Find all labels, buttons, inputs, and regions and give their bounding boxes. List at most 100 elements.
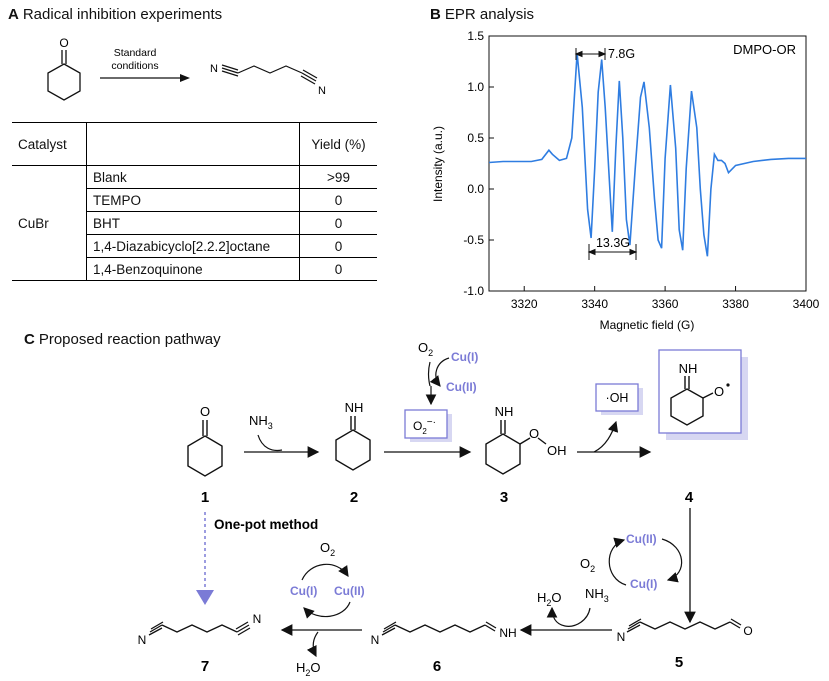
cu2-label-right: Cu(II) <box>626 532 657 546</box>
compound-4-number: 4 <box>685 489 694 506</box>
reaction-arrow <box>100 74 190 82</box>
copper-cycle-top-arrow <box>301 563 349 581</box>
yield-cell: 0 <box>299 234 377 258</box>
compound-4-oxygen: O <box>714 384 724 399</box>
y-tick-label: 1.0 <box>467 80 484 94</box>
compound-3-nh: NH <box>495 404 514 419</box>
compound-7-nitrogen-right: N <box>253 612 262 626</box>
table-row: BHT 0 <box>12 211 377 235</box>
cyclohexanone-structure <box>47 50 81 101</box>
table-header-row: Catalyst Yield (%) <box>12 122 377 166</box>
oxygen-label-left: O2 <box>320 540 335 558</box>
y-tick-label: 0.5 <box>467 131 484 145</box>
water-release-arrow <box>306 631 319 658</box>
x-axis-label: Magnetic field (G) <box>600 318 695 332</box>
spacing-annotation-bottom <box>587 244 638 260</box>
ammonia-label: NH3 <box>249 413 273 431</box>
compound-5-nitrogen: N <box>617 630 626 644</box>
compound-3-oh: OH <box>547 443 567 458</box>
cu1-label-top: Cu(I) <box>451 350 478 364</box>
additive-cell: Blank <box>86 165 300 189</box>
ketone-oxygen-label: O <box>59 36 68 50</box>
hydroxyl-curved-arrow <box>593 420 619 453</box>
y-axis: -1.0 -0.5 0.0 0.5 1.0 1.5 <box>463 29 494 298</box>
compound-2-number: 2 <box>350 489 358 506</box>
catalyst-cell: CuBr <box>12 165 87 281</box>
oxygen-label-top: O2 <box>418 340 433 358</box>
copper-cycle-left-arrow <box>608 537 627 586</box>
copper-curved-arrow-top <box>429 357 450 387</box>
yield-cell: 0 <box>299 188 377 212</box>
compound-3-oxygen-1: O <box>529 426 539 441</box>
y-tick-label: -0.5 <box>463 233 484 247</box>
epr-series-line <box>488 53 806 257</box>
water-label-left: H2O <box>296 660 321 678</box>
spacing-label-bottom: 13.3G <box>596 236 630 250</box>
one-pot-label: One-pot method <box>214 517 318 532</box>
arrow-top-label: Standard <box>114 47 157 59</box>
condensation-curved-arrow <box>546 606 591 627</box>
compound-7-nitrogen-left: N <box>138 633 147 647</box>
arrow-bottom-label: conditions <box>111 60 158 72</box>
yield-cell: 0 <box>299 211 377 235</box>
panel-a-scheme: O Standard conditions N N <box>47 36 326 101</box>
copper-cycle-bottom-arrow <box>303 601 351 619</box>
table-row: 1,4-Diazabicyclo[2.2.2]octane 0 <box>12 234 377 258</box>
cu1-label-left: Cu(I) <box>290 584 317 598</box>
compound-3-number: 3 <box>500 489 508 506</box>
radical-dot <box>726 383 730 387</box>
x-tick-label: 3340 <box>581 297 608 311</box>
spacing-annotation-top <box>574 48 607 60</box>
additive-cell: 1,4-Benzoquinone <box>86 257 300 281</box>
reaction-pathway-scheme: O 1 NH3 NH 2 O2 Cu(I) Cu(II) O2−· NH O O… <box>138 340 753 678</box>
table-row: CuBr Blank >99 <box>12 165 377 281</box>
compound-6-structure <box>381 621 497 636</box>
plot-frame <box>488 35 807 292</box>
cu2-label-top: Cu(II) <box>446 380 477 394</box>
spacing-label-top: 7.8G <box>608 47 635 61</box>
oxygen-label-right: O2 <box>580 556 595 574</box>
ammonia-label-bottom: NH3 <box>585 586 609 604</box>
compound-6-nitrogen: N <box>371 633 380 647</box>
y-tick-label: -1.0 <box>463 284 484 298</box>
compound-1-number: 1 <box>201 489 209 506</box>
inhibition-table: Catalyst Yield (%) CuBr Blank >99 TEMPO … <box>12 122 377 281</box>
legend-label: DMPO-OR <box>733 42 796 57</box>
compound-4-nh: NH <box>679 361 698 376</box>
compound-4-structure <box>670 376 714 426</box>
compound-5-structure <box>626 618 742 633</box>
x-tick-label: 3320 <box>511 297 538 311</box>
cu1-label-right: Cu(I) <box>630 577 657 591</box>
compound-7-structure <box>148 621 251 636</box>
superoxide-box <box>404 409 452 442</box>
x-tick-label: 3400 <box>793 297 820 311</box>
table-row: 1,4-Benzoquinone 0 <box>12 257 377 281</box>
x-tick-label: 3360 <box>652 297 679 311</box>
compound-5-number: 5 <box>675 654 683 671</box>
product-nitrogen-right: N <box>318 85 326 97</box>
additive-cell: 1,4-Diazabicyclo[2.2.2]octane <box>86 234 300 258</box>
yield-cell: 0 <box>299 257 377 281</box>
copper-cycle-right-arrow <box>661 538 683 583</box>
compound-1-structure <box>187 420 223 477</box>
compound-3-structure <box>485 420 547 475</box>
hydroxyl-box <box>595 383 643 415</box>
compound-6-number: 6 <box>433 658 441 675</box>
y-tick-label: 1.5 <box>467 29 484 43</box>
product-nitrogen-left: N <box>210 63 218 75</box>
compound-6-nh: NH <box>499 626 516 640</box>
compound-1-oxygen: O <box>200 404 210 419</box>
header-additive <box>86 122 300 166</box>
header-catalyst: Catalyst <box>12 122 87 166</box>
adiponitrile-structure <box>221 64 318 85</box>
y-tick-label: 0.0 <box>467 182 484 196</box>
additive-cell: TEMPO <box>86 188 300 212</box>
oxygen-curved-arrow <box>427 361 431 387</box>
header-yield: Yield (%) <box>299 122 377 166</box>
superoxide-label: O2−· <box>413 417 436 436</box>
